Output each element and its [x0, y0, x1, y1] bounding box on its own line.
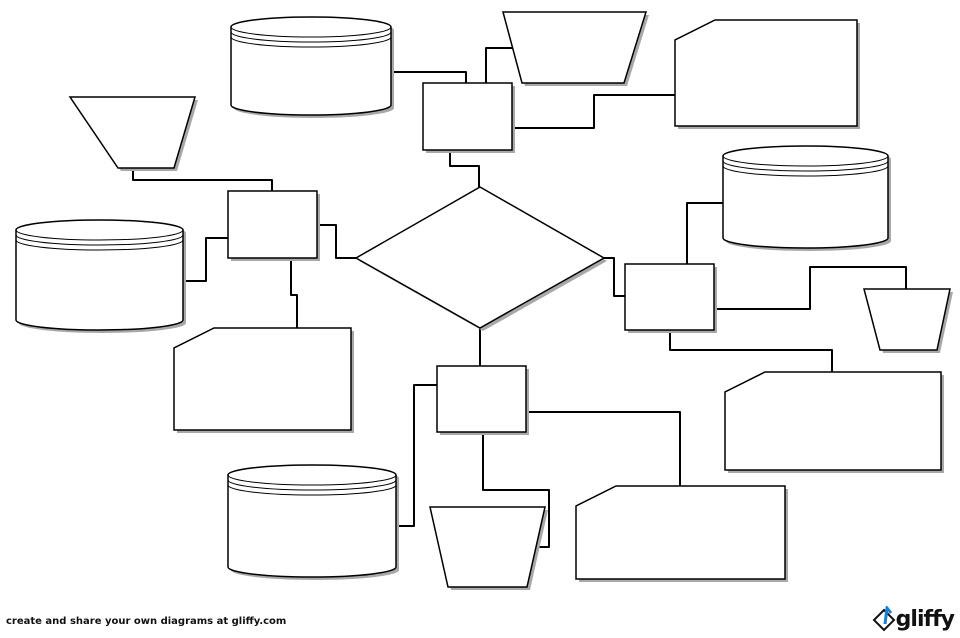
connector-line[interactable] [183, 237, 228, 282]
connector-line[interactable] [686, 202, 723, 264]
process-box[interactable] [227, 190, 318, 259]
decision-diamond[interactable] [354, 186, 606, 329]
gliffy-logo-icon [872, 606, 896, 632]
database-cylinder[interactable] [722, 145, 889, 249]
connector-line[interactable] [317, 224, 356, 259]
cylinder-rim-line [15, 234, 184, 246]
cylinder-rim-line [227, 484, 397, 496]
manual-operation-shape[interactable] [68, 96, 197, 169]
connector-line[interactable] [482, 432, 550, 548]
card-shape[interactable] [173, 327, 352, 431]
cylinder-rim-line [722, 165, 889, 177]
database-cylinder[interactable] [227, 464, 397, 578]
footer-text[interactable]: create and share your own diagrams at gl… [6, 616, 287, 627]
connector-line[interactable] [391, 71, 467, 83]
cylinder-rim-line [227, 474, 397, 486]
connector-line[interactable] [290, 258, 298, 328]
database-cylinder[interactable] [15, 219, 184, 331]
cylinder-rim-line [227, 479, 397, 491]
manual-operation-shape[interactable] [863, 288, 951, 351]
cylinder-rim-line [230, 36, 392, 48]
gliffy-logo-text: gliffy [895, 606, 955, 632]
process-box[interactable] [624, 263, 715, 331]
connector-line[interactable] [132, 168, 273, 191]
cylinder-rim-line [722, 155, 889, 167]
cylinder-rim-line [15, 229, 184, 241]
cylinder-rim-line [230, 31, 392, 43]
connector-line[interactable] [604, 257, 625, 297]
connector-line[interactable] [669, 330, 833, 372]
connector-line[interactable] [512, 94, 675, 129]
process-box[interactable] [436, 365, 527, 433]
cylinder-rim-line [722, 160, 889, 172]
connector-line[interactable] [449, 150, 480, 187]
connector-line[interactable] [526, 411, 681, 486]
cylinder-rim-line [230, 26, 392, 38]
card-shape[interactable] [575, 485, 786, 580]
connector-line[interactable] [485, 47, 517, 83]
process-box[interactable] [422, 82, 513, 151]
manual-operation-shape[interactable] [502, 11, 648, 84]
connector-line[interactable] [714, 266, 907, 310]
card-shape[interactable] [724, 371, 942, 471]
manual-operation-shape[interactable] [429, 506, 546, 588]
cylinder-rim-line [15, 239, 184, 251]
card-shape[interactable] [674, 19, 858, 127]
database-cylinder[interactable] [230, 16, 392, 116]
gliffy-logo[interactable]: gliffy [872, 606, 955, 632]
connector-line[interactable] [396, 384, 437, 527]
